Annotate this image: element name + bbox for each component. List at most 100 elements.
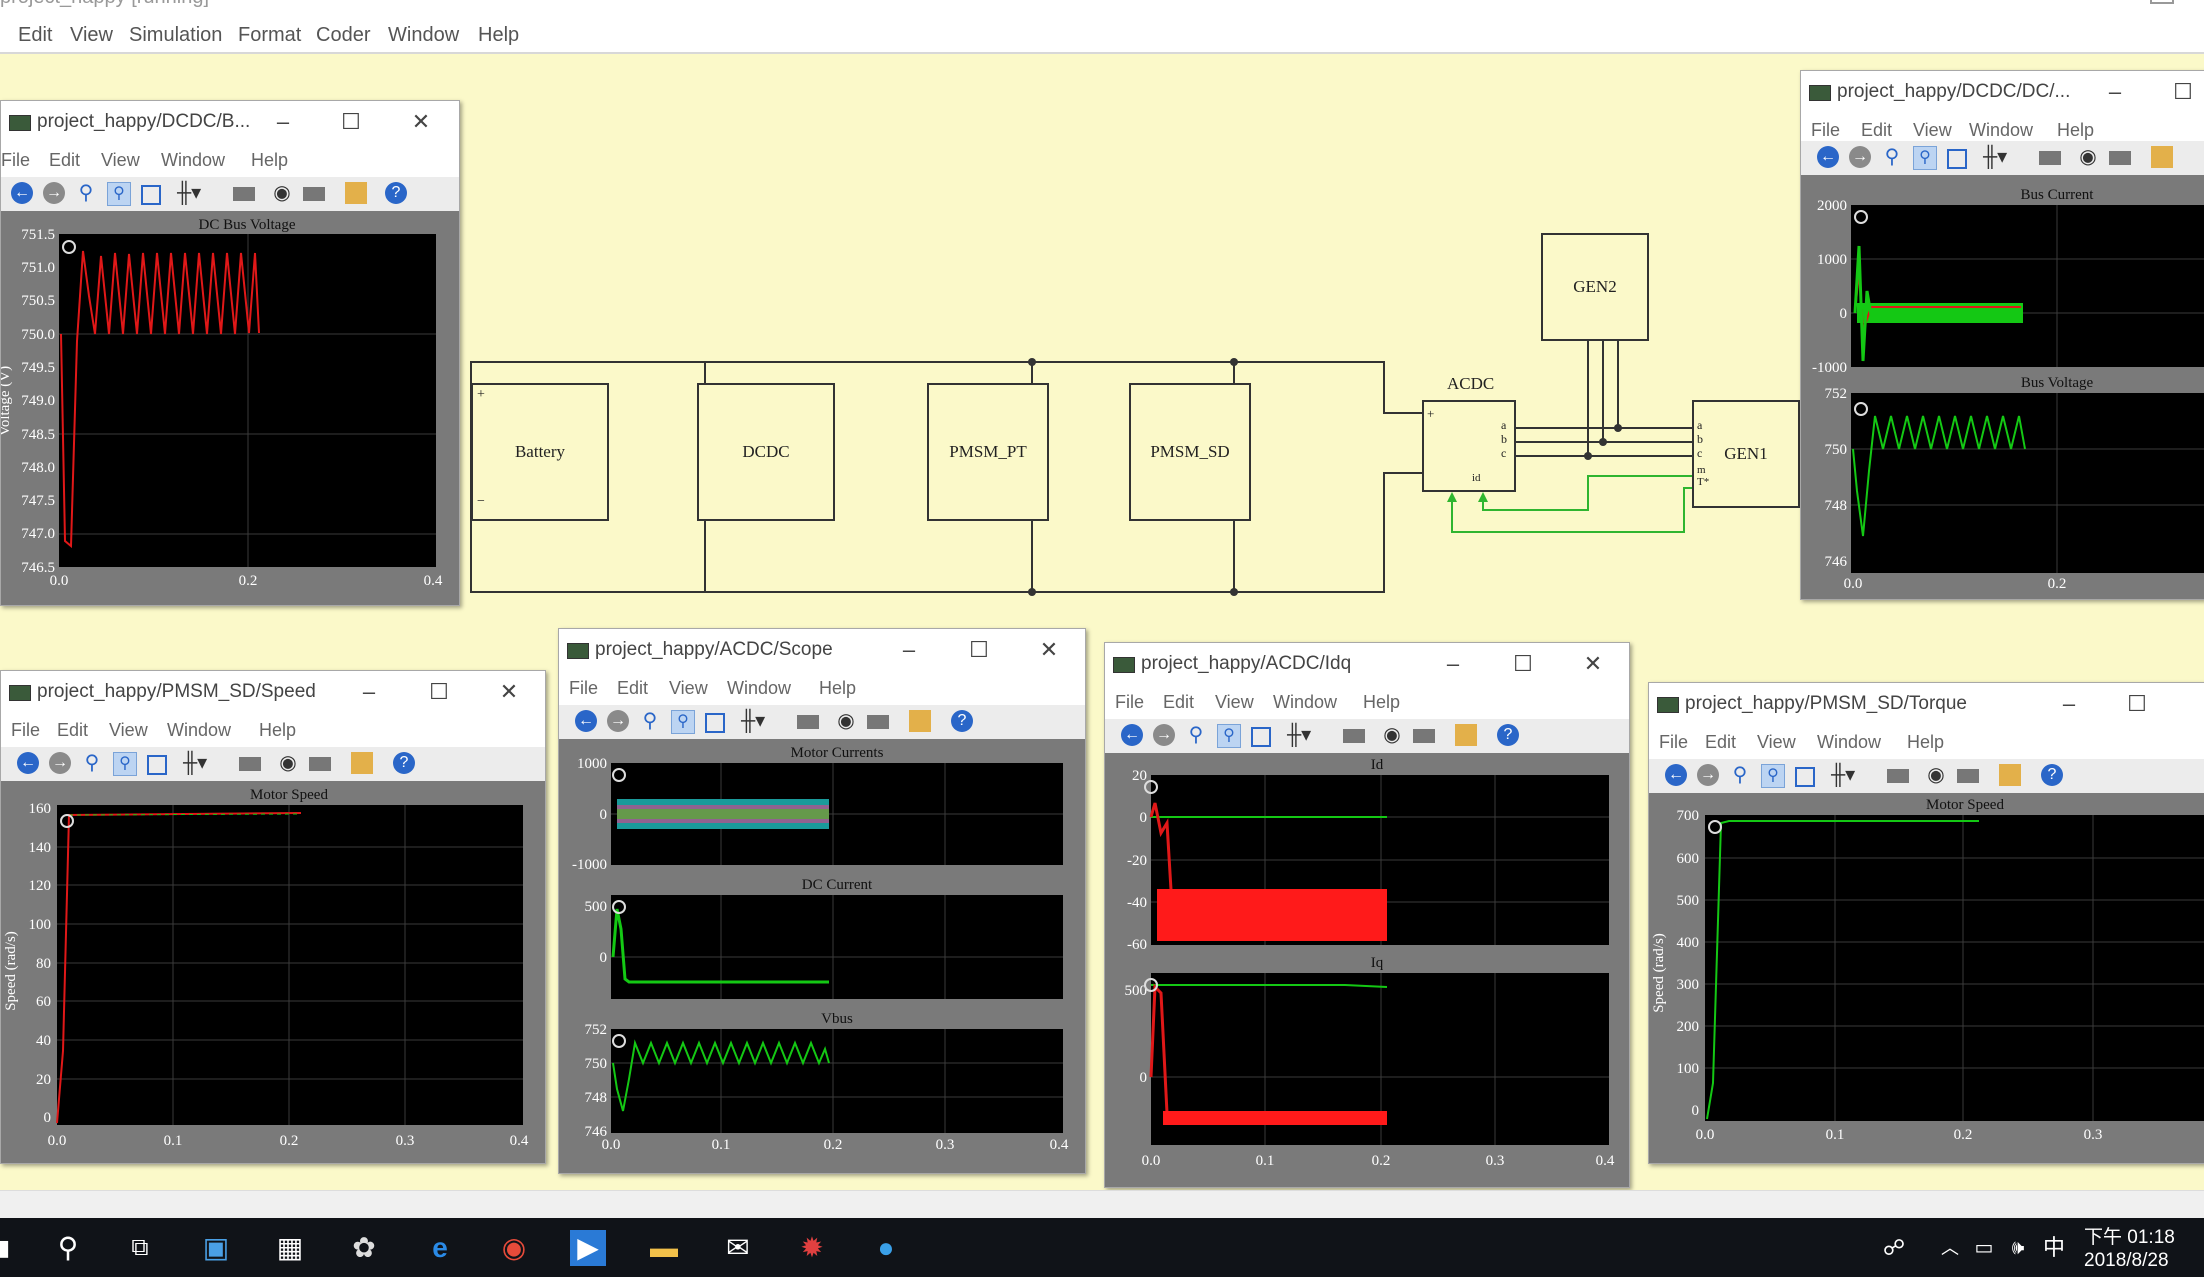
maximize-icon[interactable]: ☐ <box>2127 691 2147 716</box>
chrome-icon[interactable]: ◉ <box>501 1232 527 1263</box>
minimize-icon[interactable] <box>2150 0 2174 4</box>
window-menu-window[interactable]: Window <box>1969 120 2034 140</box>
ime-indicator[interactable]: 中 <box>2042 1235 2065 1260</box>
zoom-icon[interactable]: ⚲ <box>1188 724 1204 746</box>
fit-icon[interactable] <box>1795 767 1815 787</box>
zoom-icon[interactable]: ⚲ <box>1884 146 1900 168</box>
file-explorer-icon[interactable]: ▬ <box>650 1232 678 1263</box>
minimize-icon[interactable]: – <box>902 637 916 662</box>
window-menu-edit[interactable]: Edit <box>49 150 81 170</box>
menu-view[interactable]: View <box>70 24 113 46</box>
back-icon[interactable]: ← <box>1665 764 1687 786</box>
display-icon[interactable] <box>303 187 325 201</box>
screen-icon[interactable] <box>233 187 255 201</box>
fit-icon[interactable] <box>147 755 167 775</box>
maximize-icon[interactable]: ☐ <box>969 637 989 662</box>
display-icon[interactable] <box>1413 729 1435 743</box>
window-menu-file[interactable]: File <box>1659 732 1689 752</box>
scope-window[interactable]: project_happy/PMSM_SD/Torque – ☐ File Ed… <box>1648 682 2204 1164</box>
scope-window[interactable]: project_happy/DCDC/DC/... – ☐ File Edit … <box>1800 70 2204 600</box>
clock-date[interactable]: 2018/8/28 <box>2084 1250 2169 1271</box>
start-icon[interactable]: ▮ <box>0 1235 11 1260</box>
window-menu-help[interactable]: Help <box>1907 732 1945 752</box>
back-icon[interactable]: ← <box>17 752 39 774</box>
gen2-block[interactable]: GEN2 <box>1541 233 1649 341</box>
cursor-marker[interactable] <box>1144 978 1158 992</box>
pmsm-sd-block[interactable]: PMSM_SD <box>1129 383 1251 521</box>
forward-icon[interactable]: → <box>1849 146 1871 168</box>
screen-icon[interactable] <box>239 757 261 771</box>
screen-snip-icon[interactable]: ▣ <box>202 1232 230 1263</box>
close-icon[interactable]: ✕ <box>499 679 519 704</box>
zoom-icon[interactable]: ⚲ <box>642 710 658 732</box>
menu-help[interactable]: Help <box>478 24 520 46</box>
minimize-icon[interactable]: – <box>276 109 290 134</box>
cursor-marker[interactable] <box>612 768 626 782</box>
axes-icon[interactable]: ╫▾ <box>183 752 208 774</box>
eye-icon[interactable]: ◉ <box>2079 146 2097 168</box>
eye-icon[interactable]: ◉ <box>273 182 291 204</box>
forward-icon[interactable]: → <box>1697 764 1719 786</box>
help-icon[interactable]: ? <box>393 752 415 774</box>
close-icon[interactable]: ✕ <box>1583 651 1603 676</box>
screen-icon[interactable] <box>797 715 819 729</box>
axes-icon[interactable]: ╫▾ <box>1983 146 2008 168</box>
window-menu-window[interactable]: Window <box>1273 692 1338 712</box>
window-titlebar[interactable]: project_happy/DCDC/B... – ☐ ✕ <box>1 101 459 145</box>
zoom-out-icon[interactable]: ⚲ <box>1761 764 1785 788</box>
window-menu-window[interactable]: Window <box>1817 732 1882 752</box>
menu-simulation[interactable]: Simulation <box>129 24 223 46</box>
window-menu-help[interactable]: Help <box>1363 692 1401 712</box>
export-icon[interactable] <box>1999 764 2021 786</box>
screen-icon[interactable] <box>1887 769 1909 783</box>
window-menu-file[interactable]: File <box>569 678 599 698</box>
eye-icon[interactable]: ◉ <box>279 752 297 774</box>
close-icon[interactable]: ✕ <box>411 109 431 134</box>
scope-window[interactable]: project_happy/ACDC/Idq – ☐ ✕ File Edit V… <box>1104 642 1630 1188</box>
window-menu-edit[interactable]: Edit <box>1861 120 1893 140</box>
scope-window[interactable]: project_happy/PMSM_SD/Speed – ☐ ✕ File E… <box>0 670 546 1164</box>
axes-icon[interactable]: ╫▾ <box>741 710 766 732</box>
window-menu-help[interactable]: Help <box>819 678 857 698</box>
display-icon[interactable] <box>1957 769 1979 783</box>
window-titlebar[interactable]: project_happy/DCDC/DC/... – ☐ <box>1801 71 2204 115</box>
window-menu-view[interactable]: View <box>669 678 708 698</box>
cursor-marker[interactable] <box>60 814 74 828</box>
window-menu-view[interactable]: View <box>1913 120 1952 140</box>
menu-edit[interactable]: Edit <box>18 24 53 46</box>
export-icon[interactable] <box>2151 146 2173 168</box>
window-menu-view[interactable]: View <box>1215 692 1254 712</box>
window-menu-edit[interactable]: Edit <box>57 720 89 740</box>
back-icon[interactable]: ← <box>1121 724 1143 746</box>
window-titlebar[interactable]: project_happy/ACDC/Scope – ☐ ✕ <box>559 629 1085 673</box>
zoom-out-icon[interactable]: ⚲ <box>1913 146 1937 170</box>
fit-icon[interactable] <box>141 185 161 205</box>
app-web-icon[interactable]: ✹ <box>800 1232 824 1263</box>
dcdc-block[interactable]: DCDC <box>697 383 835 521</box>
cursor-marker[interactable] <box>1708 820 1722 834</box>
window-menu-help[interactable]: Help <box>2057 120 2095 140</box>
window-menu-edit[interactable]: Edit <box>617 678 649 698</box>
menu-window[interactable]: Window <box>388 24 460 46</box>
fit-icon[interactable] <box>1251 727 1271 747</box>
window-menu-edit[interactable]: Edit <box>1163 692 1195 712</box>
help-icon[interactable]: ? <box>385 182 407 204</box>
gen1-block[interactable]: GEN1 <box>1692 400 1800 508</box>
display-icon[interactable] <box>309 757 331 771</box>
window-menu-help[interactable]: Help <box>259 720 297 740</box>
forward-icon[interactable]: → <box>43 182 65 204</box>
task-view-icon[interactable]: ⧉ <box>131 1234 149 1261</box>
help-icon[interactable]: ? <box>951 710 973 732</box>
eye-icon[interactable]: ◉ <box>837 710 855 732</box>
window-menu-file[interactable]: File <box>11 720 41 740</box>
display-icon[interactable] <box>867 715 889 729</box>
export-icon[interactable] <box>1455 724 1477 746</box>
window-menu-edit[interactable]: Edit <box>1705 732 1737 752</box>
zoom-out-icon[interactable]: ⚲ <box>113 752 137 776</box>
mail-icon[interactable]: ✉ <box>726 1232 750 1263</box>
minimize-icon[interactable]: – <box>2062 691 2076 716</box>
cursor-marker[interactable] <box>612 1034 626 1048</box>
menu-coder[interactable]: Coder <box>316 24 371 46</box>
cursor-marker[interactable] <box>62 240 76 254</box>
scope-window[interactable]: project_happy/ACDC/Scope – ☐ ✕ File Edit… <box>558 628 1086 1174</box>
